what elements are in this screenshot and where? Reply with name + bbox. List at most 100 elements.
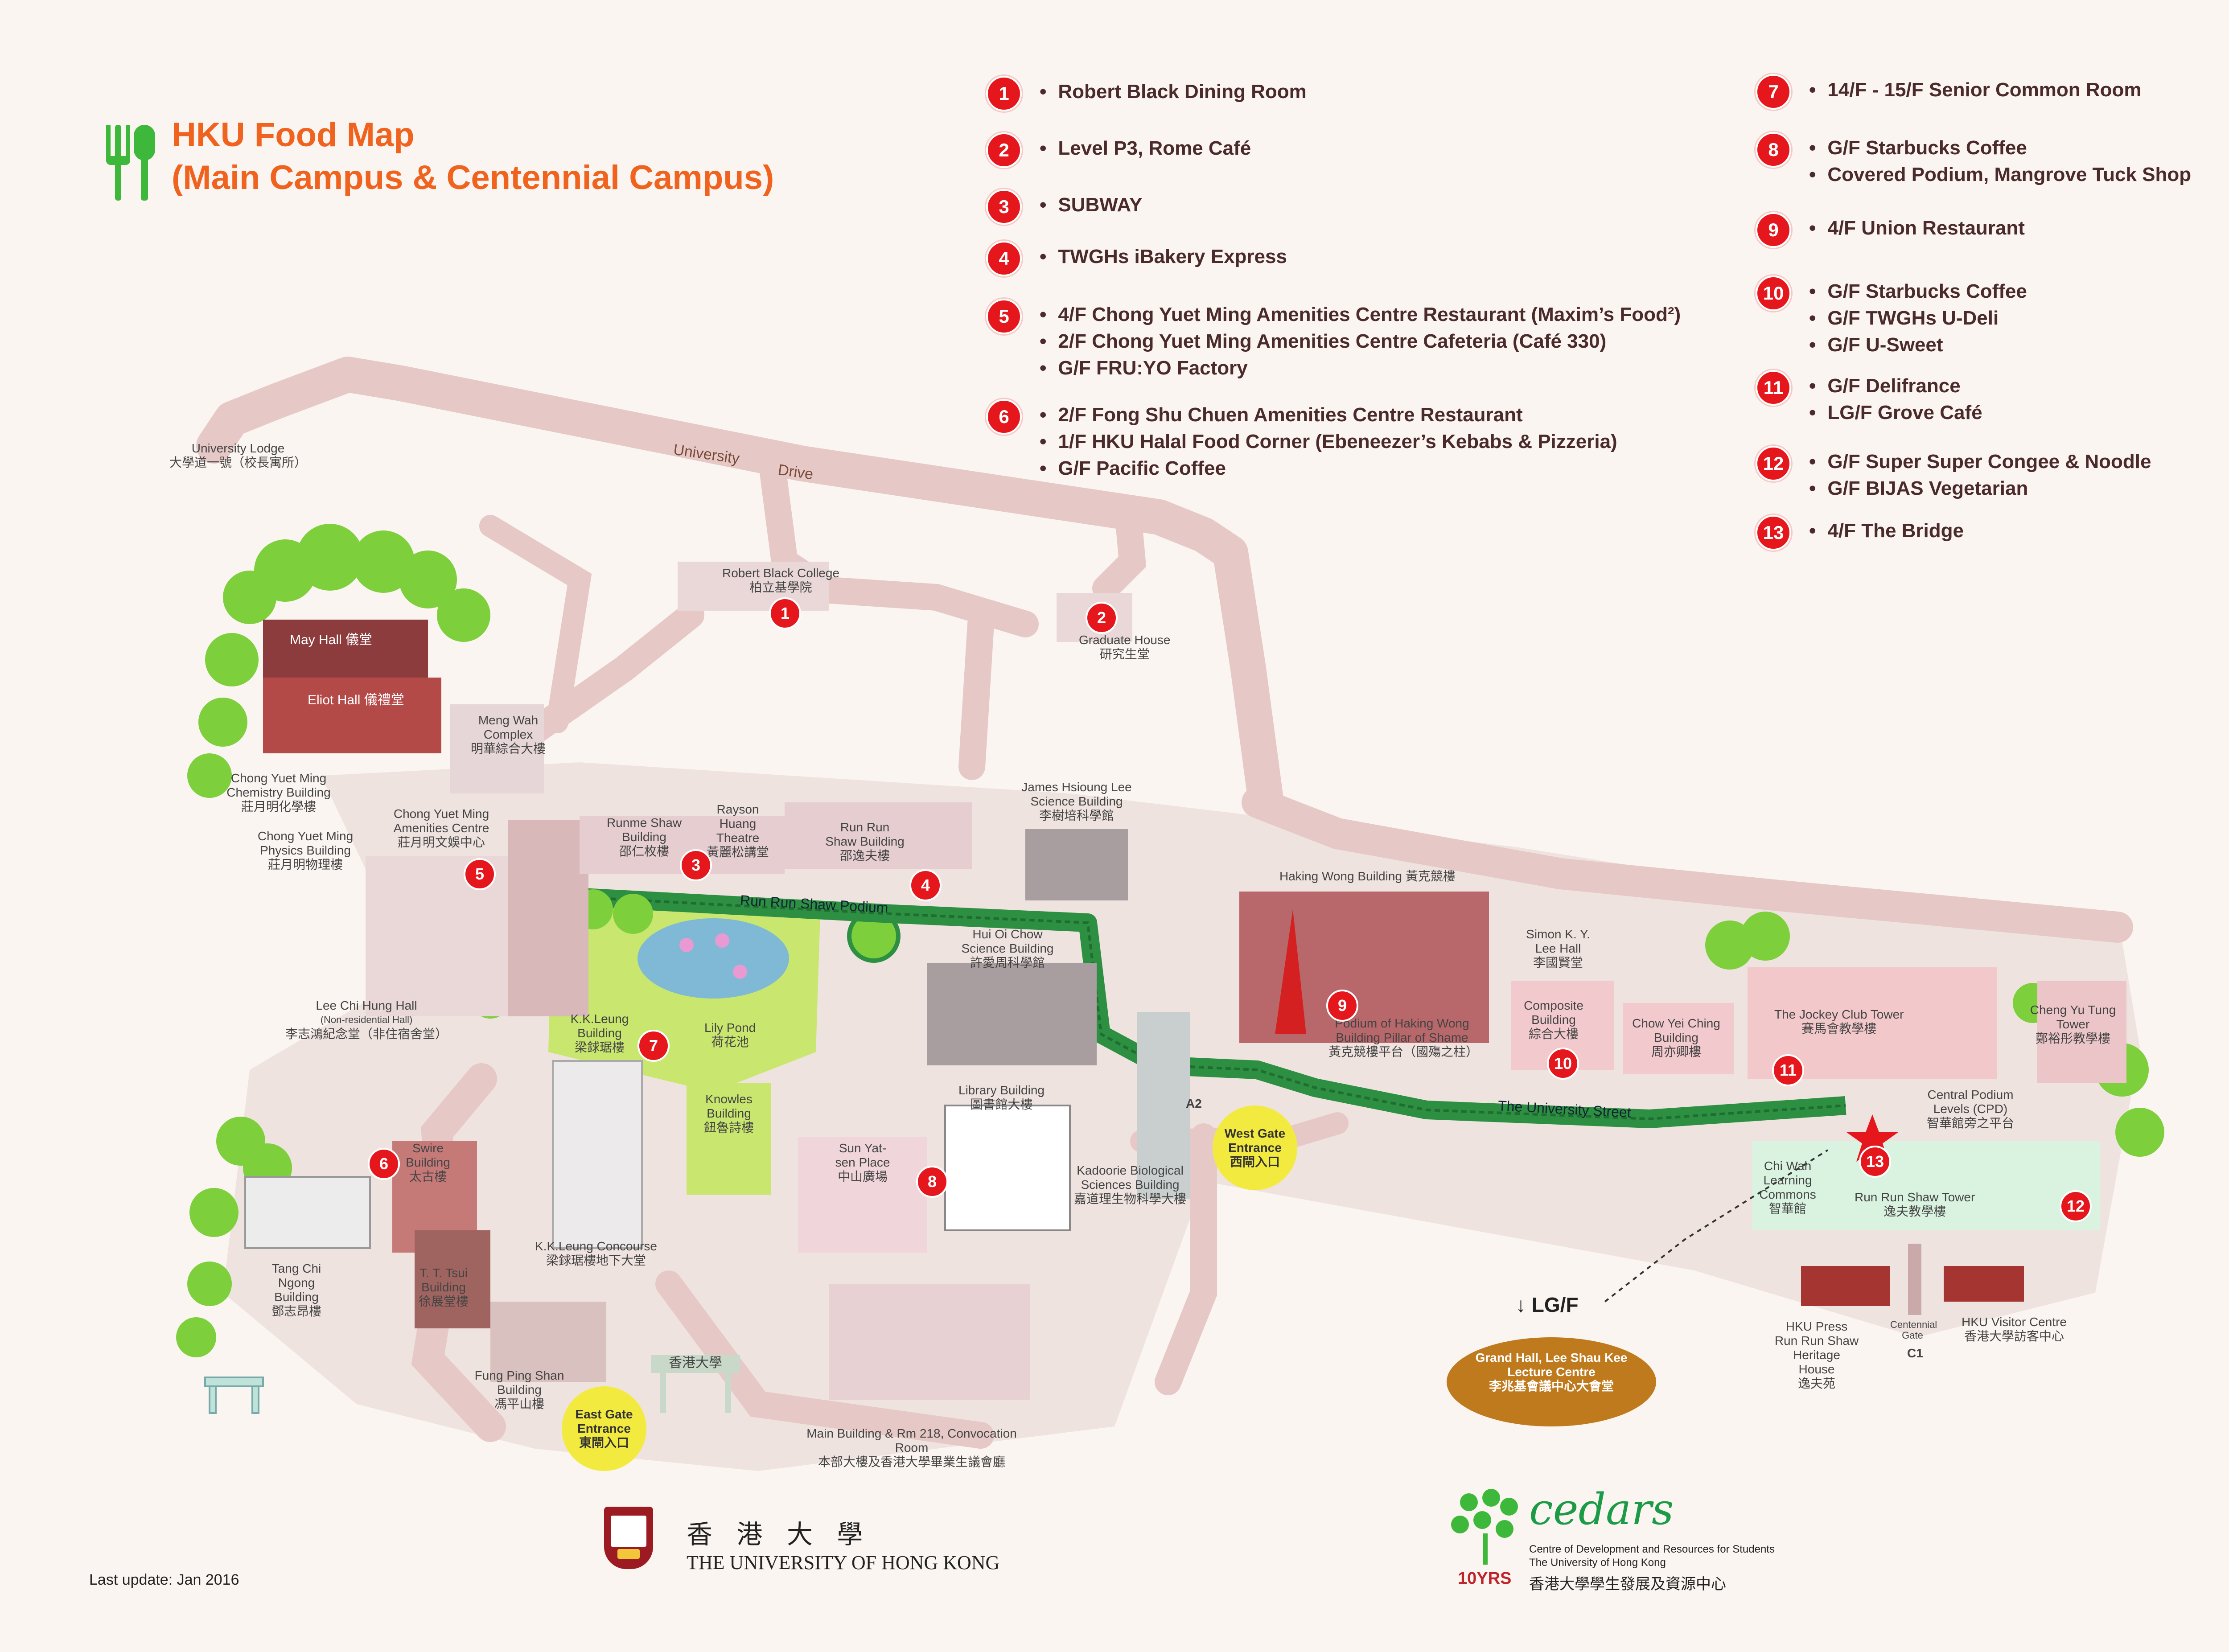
legend-item: TWGHs iBakery Express	[1040, 243, 1287, 270]
legend-item: G/F FRU:YO Factory	[1040, 355, 1681, 382]
last-update: Last update: Jan 2016	[89, 1571, 239, 1588]
label-may-hall: May Hall 儀堂	[290, 633, 373, 647]
legend-item: Level P3, Rome Café	[1040, 135, 1251, 162]
legend-item: Covered Podium, Mangrove Tuck Shop	[1809, 161, 2191, 188]
map-marker-5[interactable]: 5	[464, 858, 496, 890]
map-marker-9[interactable]: 9	[1326, 990, 1358, 1022]
hku-name-zh: 香 港 大 學	[687, 1519, 871, 1549]
east-gate-entrance[interactable]: East Gate Entrance 東閘入口	[562, 1386, 646, 1471]
map-marker-3[interactable]: 3	[680, 849, 712, 881]
legend-num: 1	[986, 76, 1022, 111]
lily-pond	[637, 918, 789, 999]
map-marker-6[interactable]: 6	[368, 1148, 400, 1180]
cedars-tree-icon	[1451, 1489, 1522, 1565]
map-marker-11[interactable]: 11	[1772, 1054, 1804, 1086]
hku-name-en: THE UNIVERSITY OF HONG KONG	[687, 1552, 1000, 1574]
map-marker-1[interactable]: 1	[769, 597, 801, 629]
map-title-line1: HKU Food Map	[172, 116, 415, 154]
mtr-a2-badge: A2	[1186, 1097, 1202, 1110]
cedars-line2: The University of Hong Kong	[1529, 1557, 1666, 1569]
label-haking-wong: Haking Wong Building 黃克競樓	[1279, 869, 1456, 883]
legend-num: 9	[1756, 212, 1791, 248]
legend-item: G/F Super Super Congee & Noodle	[1809, 448, 2151, 475]
legend-item: G/F TWGHs U-Deli	[1809, 305, 2027, 332]
archway-icon	[204, 1377, 264, 1414]
map-marker-4[interactable]: 4	[909, 869, 942, 901]
legend-num: 5	[986, 299, 1022, 334]
legend-item: 2/F Fong Shu Chuen Amenities Centre Rest…	[1040, 402, 1617, 428]
legend-item: Robert Black Dining Room	[1040, 78, 1306, 105]
legend-num: 13	[1756, 515, 1791, 551]
buildings	[244, 562, 2126, 1400]
cpd-star-icon	[1847, 1114, 1898, 1162]
legend-item: G/F Starbucks Coffee	[1809, 135, 2191, 161]
east-gate-label-zh: 東閘入口	[579, 1436, 629, 1450]
label-centennial-gate: Centennial Gate	[1890, 1319, 1937, 1341]
fork-knife-icon	[106, 125, 155, 201]
legend-num: 2	[986, 132, 1022, 168]
cedars-logo-text: cedars	[1529, 1484, 1674, 1534]
cedars-years: 10YRS	[1458, 1569, 1512, 1588]
cedars-zh: 香港大學學生發展及資源中心	[1529, 1576, 1726, 1593]
map-marker-8[interactable]: 8	[916, 1166, 948, 1198]
west-gate-label: West Gate Entrance	[1224, 1126, 1286, 1155]
map-marker-12[interactable]: 12	[2060, 1190, 2092, 1222]
university-drive-road	[196, 357, 1284, 820]
label-eliot-hall: Eliot Hall 儀禮堂	[308, 693, 404, 707]
legend-num: 7	[1756, 74, 1791, 110]
map-marker-10[interactable]: 10	[1547, 1048, 1579, 1080]
legend-item: G/F Starbucks Coffee	[1809, 278, 2027, 305]
legend-item: SUBWAY	[1040, 192, 1142, 218]
legend-num: 12	[1756, 446, 1791, 481]
hku-crest-icon	[604, 1507, 653, 1569]
legend-item: G/F U-Sweet	[1809, 332, 2027, 358]
legend-num: 10	[1756, 275, 1791, 311]
map-marker-7[interactable]: 7	[637, 1030, 670, 1062]
legend-num: 6	[986, 399, 1022, 435]
legend-item: 4/F Chong Yuet Ming Amenities Centre Res…	[1040, 301, 1681, 328]
legend-num: 11	[1756, 370, 1791, 406]
map-marker-13[interactable]: 13	[1859, 1146, 1891, 1178]
label-main-building: Main Building & Rm 218, Convocation Room…	[806, 1426, 1017, 1469]
west-gate-entrance[interactable]: West Gate Entrance 西閘入口	[1213, 1105, 1297, 1190]
legend-item: G/F Pacific Coffee	[1040, 455, 1617, 482]
label-pillar-of-shame: Podium of Haking Wong Building Pillar of…	[1328, 1016, 1479, 1059]
west-gate-label-zh: 西閘入口	[1230, 1155, 1280, 1169]
map-marker-2[interactable]: 2	[1086, 602, 1118, 634]
label-gate-sign: 香港大學	[669, 1356, 722, 1370]
legend-num: 8	[1756, 132, 1791, 168]
legend-item: 14/F - 15/F Senior Common Room	[1809, 77, 2141, 103]
cedars-line1: Centre of Development and Resources for …	[1529, 1543, 1775, 1555]
lgf-label: ↓ LG/F	[1516, 1293, 1579, 1316]
legend-item: 4/F The Bridge	[1809, 518, 1964, 544]
